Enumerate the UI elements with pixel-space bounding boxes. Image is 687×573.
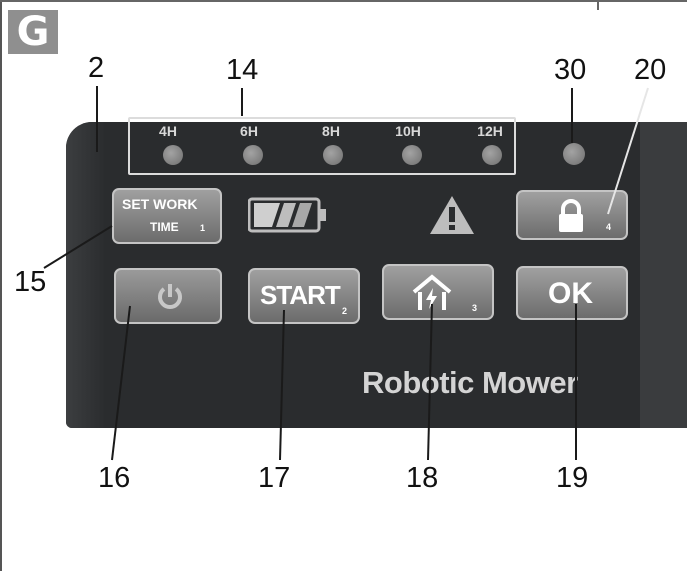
- start-label: START: [260, 280, 341, 310]
- leader-17: [279, 309, 285, 461]
- led-8h: [323, 145, 343, 165]
- led-6h: [243, 145, 263, 165]
- callout-14: 14: [226, 54, 259, 86]
- status-led: [563, 143, 585, 165]
- leader-15: [43, 225, 113, 269]
- warning-triangle-icon: [428, 194, 476, 236]
- led-label-8h: 8H: [322, 123, 340, 139]
- home-sub: 3: [472, 303, 478, 313]
- callout-20: 20: [634, 54, 667, 86]
- panel-edge-shade: [66, 122, 106, 428]
- set-work-sub: 1: [200, 223, 206, 233]
- ok-label: OK: [548, 277, 593, 310]
- led-indicator-frame: [128, 117, 516, 175]
- set-work-label-line1: SET WORK: [122, 196, 198, 212]
- figure-letter-badge: G: [8, 9, 58, 55]
- lock-sub: 4: [606, 222, 612, 232]
- house-charging-icon: [412, 274, 452, 317]
- callout-2: 2: [88, 52, 105, 84]
- start-button[interactable]: START 2: [248, 268, 360, 324]
- callout-30: 30: [554, 54, 587, 86]
- battery-icon: [247, 197, 328, 233]
- set-work-label-line2: TIME: [150, 220, 179, 234]
- home-button[interactable]: 3: [382, 264, 494, 320]
- brand-label: Robotic Mower: [362, 365, 578, 400]
- panel-right-edge: [640, 122, 687, 428]
- leader-18: [427, 303, 433, 461]
- led-4h: [163, 145, 183, 165]
- callout-15: 15: [14, 266, 47, 298]
- led-12h: [482, 145, 502, 165]
- led-label-12h: 12H: [477, 123, 503, 139]
- leader-16: [111, 305, 131, 461]
- ok-button[interactable]: OK: [516, 266, 628, 320]
- top-rule: [0, 0, 687, 2]
- led-10h: [402, 145, 422, 165]
- callout-17: 17: [258, 462, 291, 494]
- padlock-icon: [556, 199, 586, 238]
- start-sub: 2: [342, 306, 348, 316]
- leader-20: [607, 87, 649, 215]
- callout-16: 16: [98, 462, 131, 494]
- lock-button[interactable]: 4: [516, 190, 628, 240]
- power-icon: [156, 282, 184, 315]
- led-label-10h: 10H: [395, 123, 421, 139]
- callout-19: 19: [556, 462, 589, 494]
- set-work-time-button[interactable]: SET WORK TIME 1: [112, 188, 222, 244]
- top-tick: [597, 0, 599, 10]
- led-label-6h: 6H: [240, 123, 258, 139]
- led-label-4h: 4H: [159, 123, 177, 139]
- power-button[interactable]: [114, 268, 222, 324]
- callout-18: 18: [406, 462, 439, 494]
